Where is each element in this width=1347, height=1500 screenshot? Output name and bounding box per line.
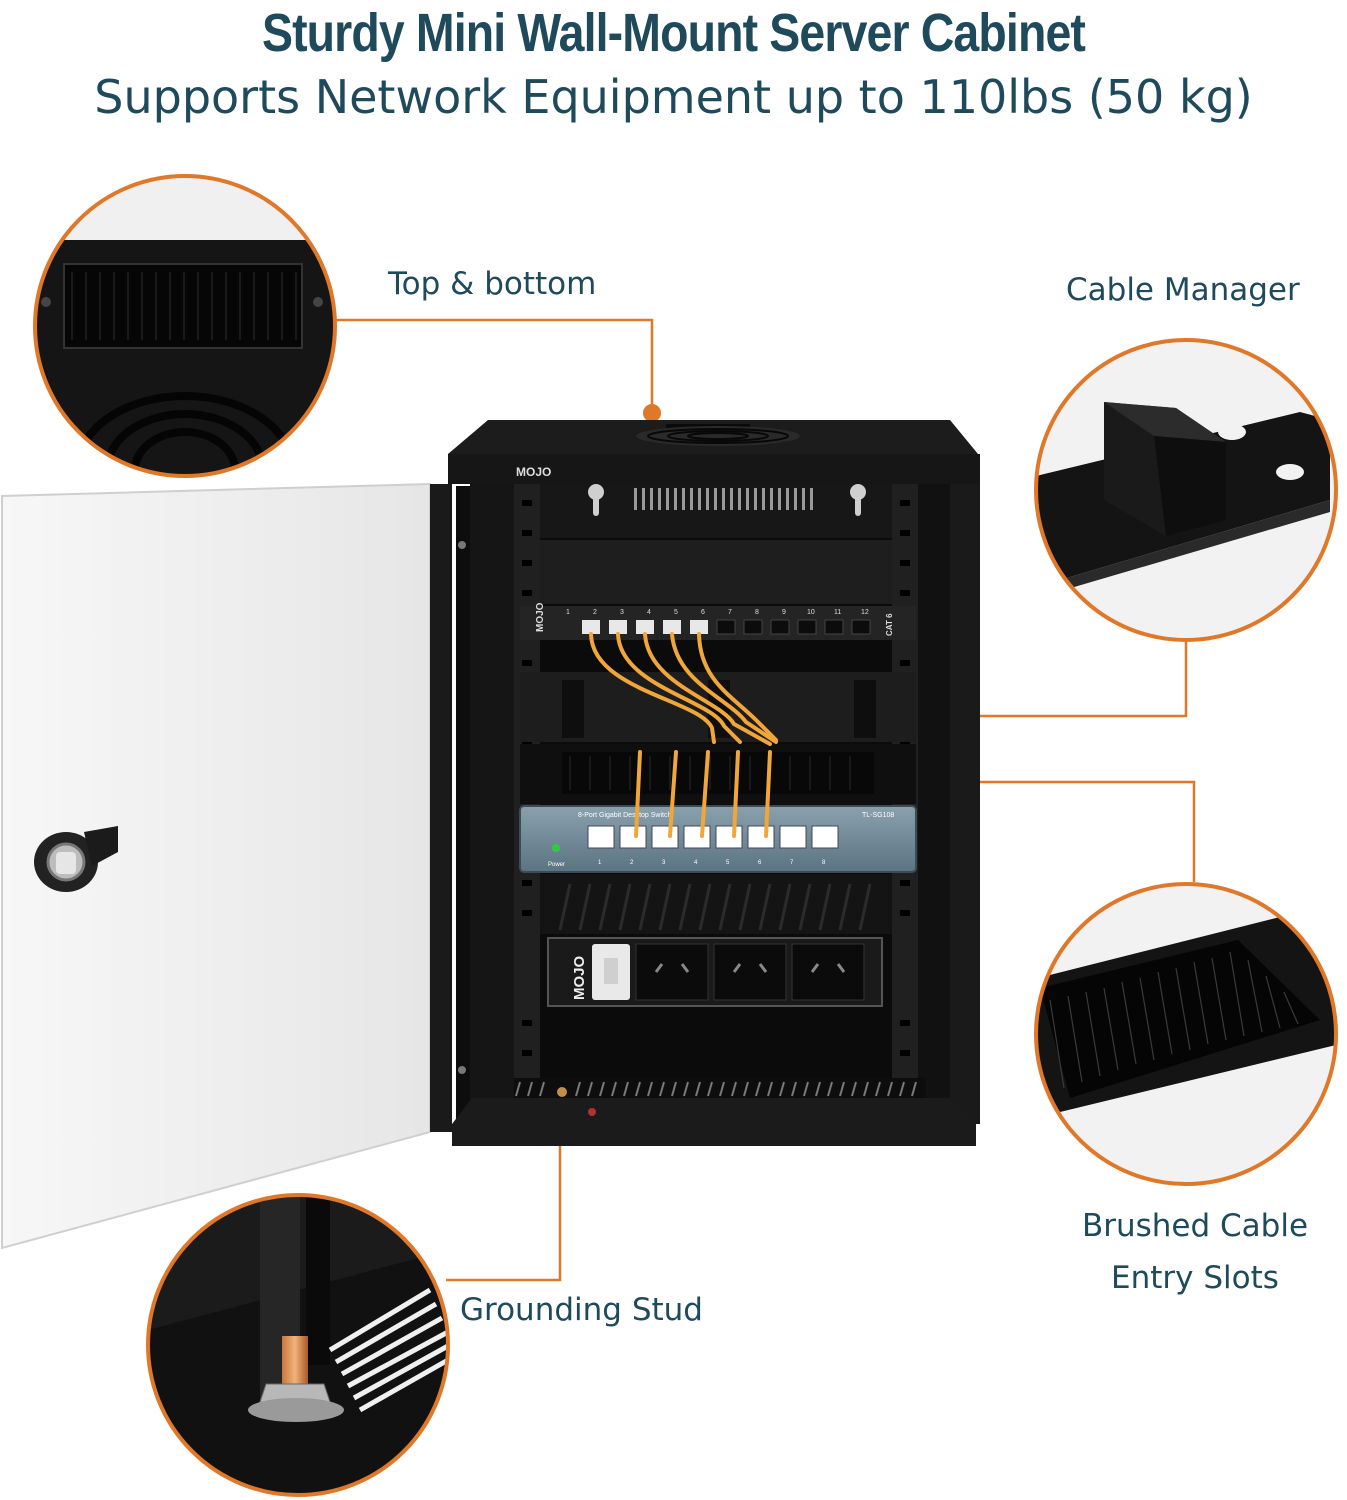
callout-brushed-line1: Brushed Cable — [1081, 1208, 1309, 1244]
detail-brushed-slots — [1034, 882, 1338, 1186]
detail-cable-manager — [1034, 338, 1338, 642]
top-vent-slots — [634, 488, 813, 510]
svg-text:2: 2 — [630, 860, 634, 866]
svg-text:7: 7 — [790, 860, 794, 866]
svg-text:9: 9 — [782, 609, 786, 616]
power-strip: MOJO — [547, 937, 883, 1007]
cabinet-door — [1, 482, 470, 1250]
svg-text:MOJO: MOJO — [535, 602, 546, 632]
svg-text:3: 3 — [620, 609, 624, 616]
cabinet-body: MOJO — [448, 420, 980, 1146]
svg-text:3: 3 — [662, 860, 666, 866]
svg-text:7: 7 — [728, 609, 732, 616]
svg-text:11: 11 — [834, 609, 841, 616]
callout-grounding-stud: Grounding Stud — [460, 1292, 703, 1328]
svg-text:1: 1 — [566, 609, 570, 616]
callout-brushed-line2: Entry Slots — [1111, 1260, 1279, 1296]
callout-cable-manager: Cable Manager — [1066, 272, 1300, 308]
cabinet-brand-logo: MOJO — [516, 465, 551, 479]
patch-cables — [589, 632, 778, 838]
svg-text:1: 1 — [598, 860, 602, 866]
bottom-vent-slots — [515, 1081, 917, 1097]
svg-text:TL-SG108: TL-SG108 — [862, 812, 894, 819]
detail-grounding-stud — [146, 1193, 450, 1497]
svg-text:4: 4 — [694, 860, 698, 866]
svg-text:5: 5 — [674, 609, 678, 616]
svg-text:Power: Power — [548, 862, 565, 868]
callout-top-bottom: Top & bottom — [388, 266, 597, 302]
svg-text:4: 4 — [647, 609, 651, 616]
patch-panel: MOJO 1 2 3 4 5 6 7 8 9 10 11 12 CAT 6 — [520, 602, 916, 640]
page-title: Sturdy Mini Wall-Mount Server Cabinet — [261, 3, 1086, 63]
svg-text:6: 6 — [701, 609, 705, 616]
network-switch: 8-Port Gigabit Desktop Switch TL-SG108 P… — [519, 805, 917, 873]
page-subtitle: Supports Network Equipment up to 110lbs … — [94, 70, 1253, 124]
svg-text:MOJO: MOJO — [571, 955, 588, 1000]
svg-text:10: 10 — [807, 609, 815, 616]
svg-text:8-Port Gigabit Desktop Switch: 8-Port Gigabit Desktop Switch — [578, 812, 671, 819]
brush-panel — [520, 744, 916, 804]
svg-text:6: 6 — [758, 860, 762, 866]
svg-text:12: 12 — [861, 609, 869, 616]
svg-text:2: 2 — [593, 609, 597, 616]
svg-text:8: 8 — [822, 860, 826, 866]
door-lock-icon — [34, 826, 118, 892]
svg-text:CAT 6: CAT 6 — [885, 613, 894, 636]
svg-text:5: 5 — [726, 860, 730, 866]
svg-text:8: 8 — [755, 609, 759, 616]
